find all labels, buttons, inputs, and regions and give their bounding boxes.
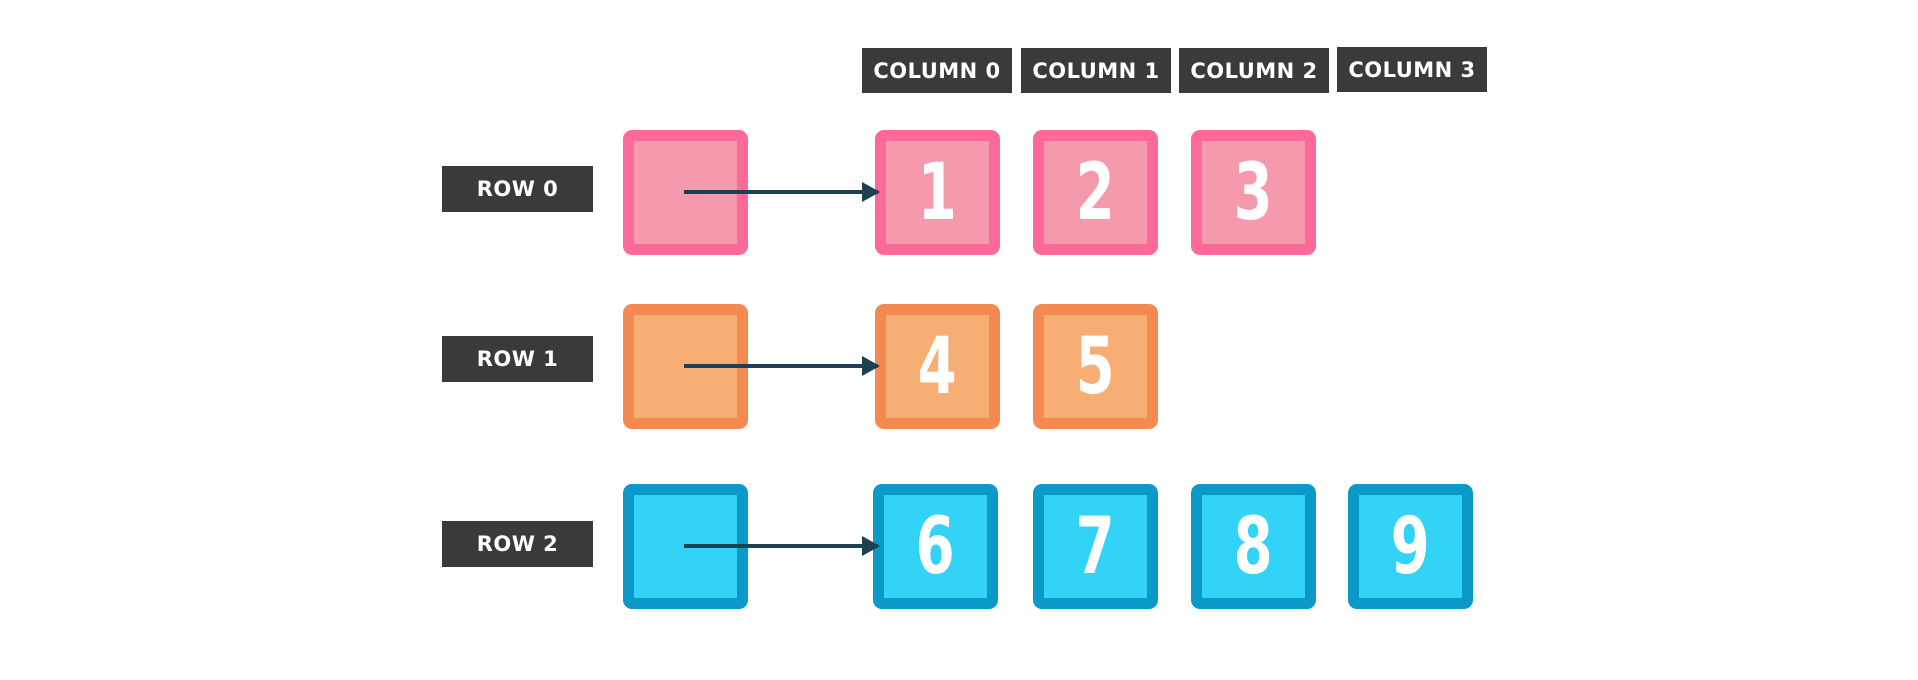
column-header-3: COLUMN 3 (1337, 47, 1487, 92)
column-header-0: COLUMN 0 (862, 48, 1012, 93)
row-label-1: ROW 1 (442, 336, 593, 382)
row-0-cell-2: 3 (1191, 130, 1316, 255)
row-0-arrow (684, 182, 880, 202)
cell-value: 8 (1233, 501, 1274, 592)
cell-value: 2 (1075, 147, 1116, 238)
row-label-2: ROW 2 (442, 521, 593, 567)
row-0-cell-0: 1 (875, 130, 1000, 255)
column-header-1: COLUMN 1 (1021, 48, 1171, 93)
cell-value: 6 (915, 501, 956, 592)
cell-value: 5 (1075, 321, 1116, 412)
row-2-cell-2: 8 (1191, 484, 1316, 609)
cell-value: 4 (917, 321, 958, 412)
column-header-2: COLUMN 2 (1179, 48, 1329, 93)
row-2-arrow (684, 536, 880, 556)
row-2-cell-0: 6 (873, 484, 998, 609)
row-1-arrow (684, 356, 880, 376)
cell-value: 7 (1075, 501, 1116, 592)
cell-value: 1 (917, 147, 958, 238)
cell-value: 9 (1390, 501, 1431, 592)
row-2-cell-3: 9 (1348, 484, 1473, 609)
cell-value: 3 (1233, 147, 1274, 238)
row-1-cell-1: 5 (1033, 304, 1158, 429)
row-label-0: ROW 0 (442, 166, 593, 212)
row-2-cell-1: 7 (1033, 484, 1158, 609)
row-0-cell-1: 2 (1033, 130, 1158, 255)
row-1-cell-0: 4 (875, 304, 1000, 429)
